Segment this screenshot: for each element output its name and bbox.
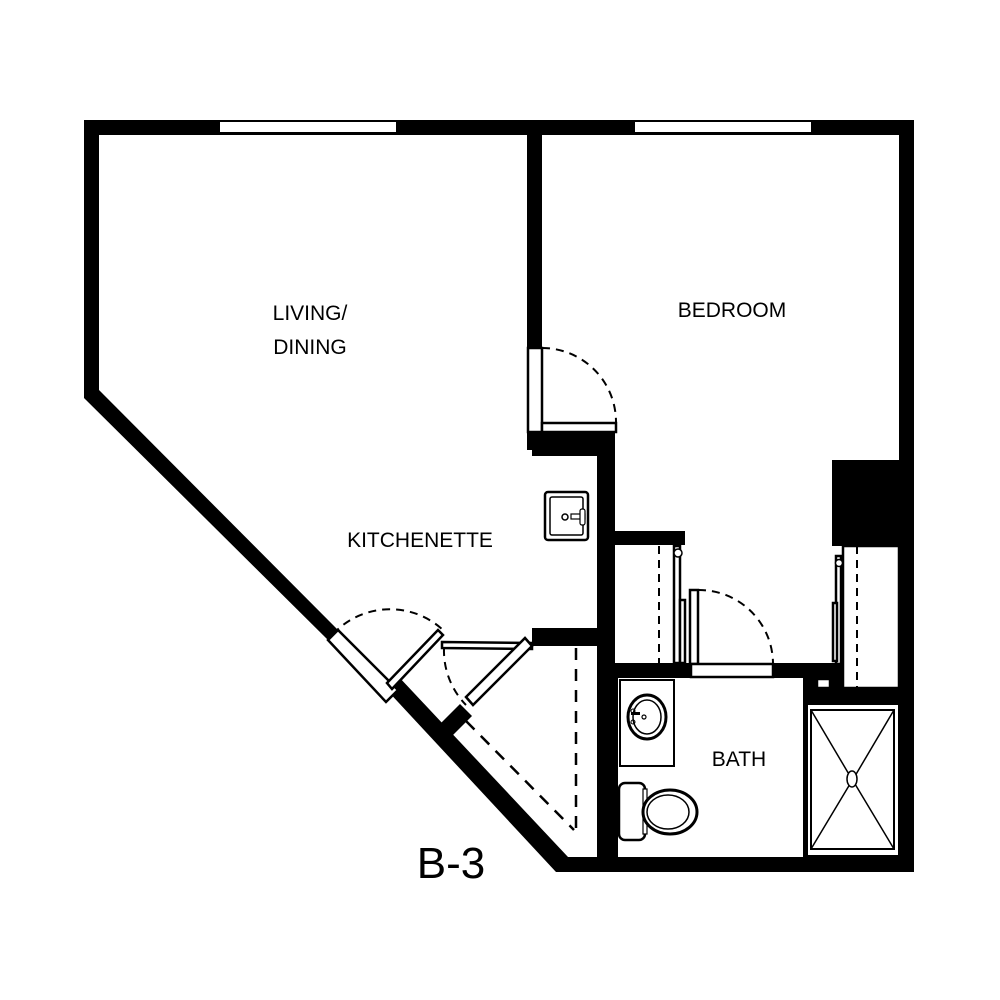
kitchen-sink [543, 490, 590, 542]
bath-sink [619, 679, 675, 767]
exterior-walls [84, 120, 914, 872]
bedroom-label: BEDROOM [678, 299, 787, 322]
closet-door[interactable] [440, 636, 534, 707]
shower [806, 703, 900, 857]
entry-closet [465, 632, 604, 857]
living-label-line2: DINING [273, 336, 347, 359]
bath-door[interactable] [688, 588, 775, 679]
unit-label: B-3 [417, 839, 485, 888]
toilet [617, 781, 699, 842]
living-window [218, 120, 398, 134]
living-label-line1: LIVING/ [273, 302, 348, 325]
right-closet [831, 544, 901, 690]
left-closet [658, 544, 687, 665]
bedroom-window [633, 120, 813, 134]
entry-door[interactable] [326, 608, 445, 704]
bath-label: BATH [712, 748, 766, 771]
bedroom-door[interactable] [526, 346, 618, 434]
kitchenette-label: KITCHENETTE [347, 529, 493, 552]
